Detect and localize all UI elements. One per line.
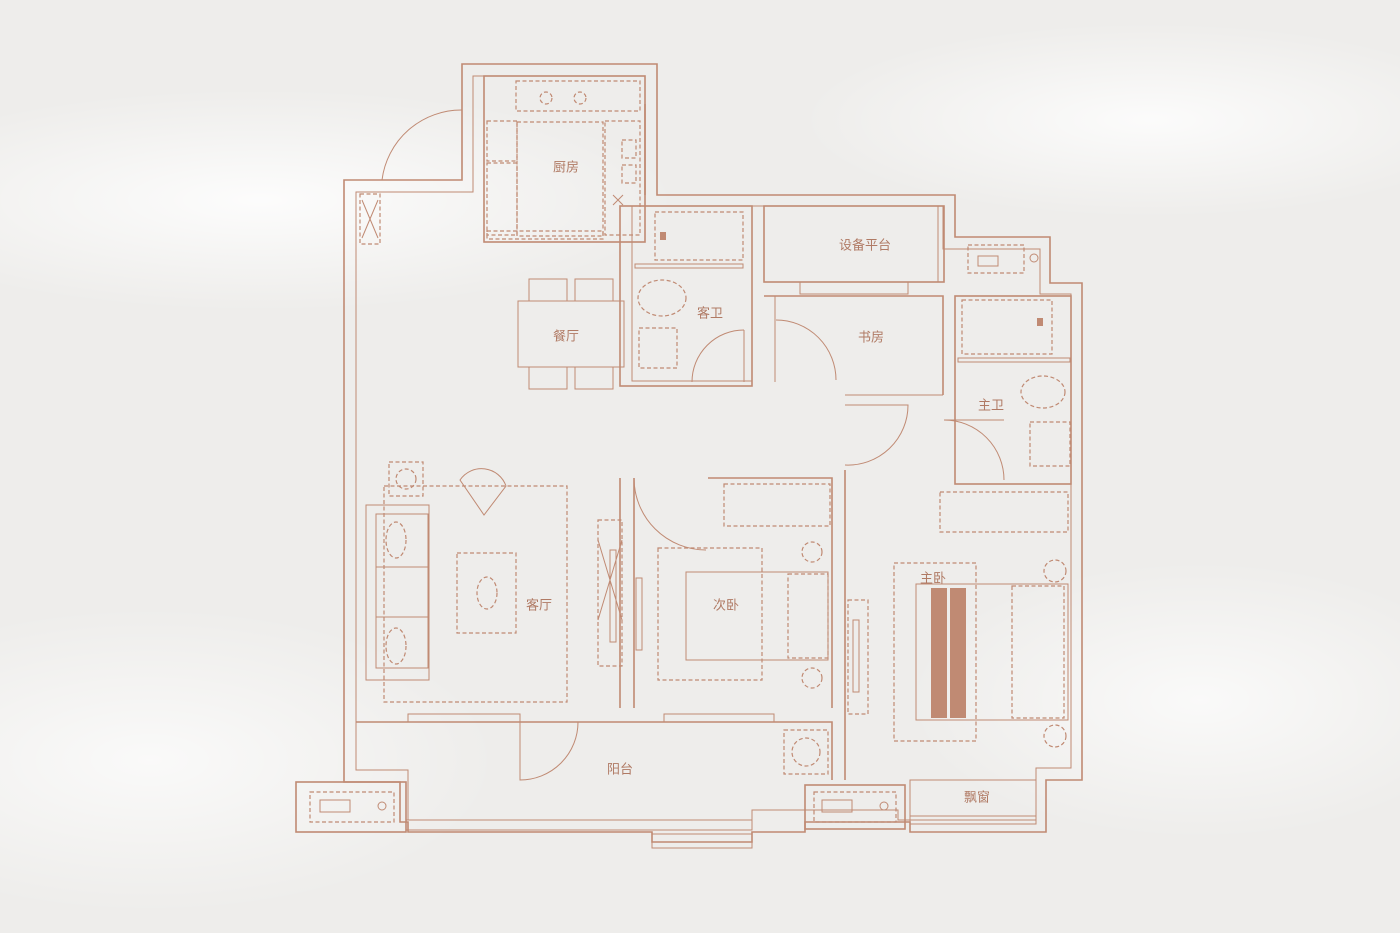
room-label-dining: 餐厅	[552, 329, 580, 345]
balcony-area	[356, 713, 833, 849]
room-label-master-bath: 主卫	[977, 398, 1005, 414]
room-label-master-bedroom: 主卧	[919, 571, 947, 587]
guest-bath-area	[619, 205, 753, 387]
living-room-area	[365, 461, 623, 703]
room-label-balcony: 阳台	[606, 762, 634, 778]
bay-window-area	[909, 779, 1037, 825]
ac-units	[295, 781, 906, 833]
room-label-guest-bath: 客卫	[696, 306, 724, 322]
room-label-living: 客厅	[525, 598, 553, 614]
second-bedroom-area	[619, 477, 833, 775]
room-label-second-bedroom: 次卧	[712, 598, 740, 614]
room-label-kitchen: 厨房	[552, 160, 580, 176]
master-bedroom-area	[844, 470, 1069, 780]
master-bath-area	[943, 244, 1072, 485]
room-label-study: 书房	[857, 330, 885, 346]
room-label-bay-window: 飘窗	[963, 790, 991, 806]
study-area	[764, 295, 944, 466]
kitchen-area	[483, 75, 646, 243]
outer-walls	[343, 63, 1083, 843]
equipment-platform-area	[763, 205, 945, 295]
room-label-equipment-platform: 设备平台	[838, 238, 892, 254]
dining-table	[517, 278, 625, 390]
entry-door	[359, 109, 463, 245]
